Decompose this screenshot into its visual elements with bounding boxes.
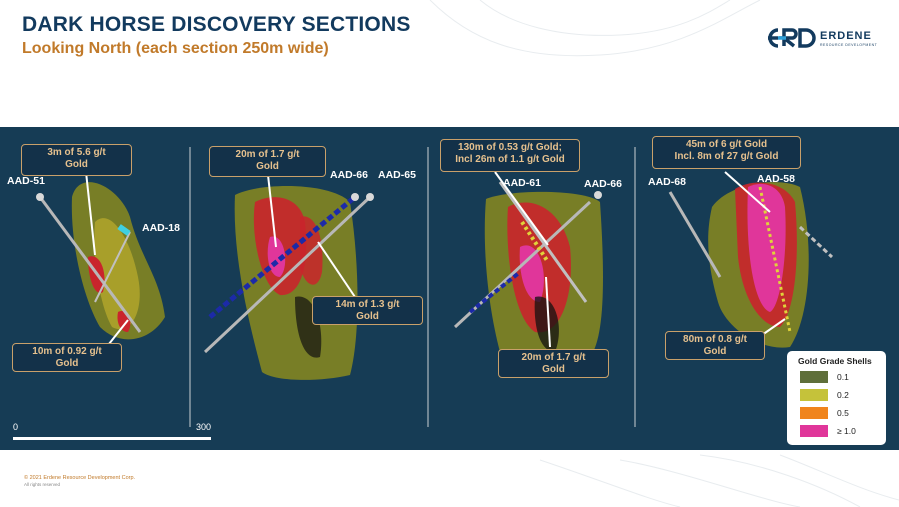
drillhole-label-aad-18: AAD-18 <box>142 222 180 234</box>
page-title: DARK HORSE DISCOVERY SECTIONS <box>22 13 411 36</box>
callout-line: 3m of 5.6 g/t <box>47 147 106 158</box>
callout-line: 80m of 0.8 g/t <box>683 334 747 345</box>
callout-line: Gold <box>55 358 79 369</box>
legend-item: 0.1 <box>800 371 880 384</box>
legend-item: ≥ 1.0 <box>800 425 880 438</box>
callout-line: 10m of 0.92 g/t <box>32 346 102 357</box>
drillhole-label-aad-65: AAD-65 <box>378 169 416 181</box>
legend-label: 0.5 <box>837 408 849 418</box>
drillhole-label-aad-68: AAD-68 <box>648 176 686 188</box>
drillhole-label-aad-66: AAD-66 <box>584 178 622 190</box>
callout-section-2-top: 20m of 1.7 g/t Gold <box>209 146 326 177</box>
drillhole-label-aad-58: AAD-58 <box>757 173 795 185</box>
logo-wordmark: ERDENE <box>820 30 872 42</box>
legend-swatch <box>800 425 828 437</box>
legend-swatch <box>800 407 828 419</box>
section-1-shells <box>36 171 165 350</box>
legend-item: 0.2 <box>800 389 880 402</box>
logo-tagline: RESOURCE DEVELOPMENT <box>820 43 878 47</box>
page-subtitle: Looking North (each section 250m wide) <box>22 40 329 57</box>
callout-line: 45m of 6 g/t Gold <box>685 139 768 150</box>
callout-section-4-top: 45m of 6 g/t Gold Incl. 8m of 27 g/t Gol… <box>652 136 801 169</box>
scale-start-label: 0 <box>13 422 19 432</box>
drillhole-label-aad-51: AAD-51 <box>7 175 45 187</box>
legend-label: ≥ 1.0 <box>837 426 856 436</box>
callout-section-4-bottom: 80m of 0.8 g/t Gold <box>665 331 765 360</box>
callout-line: 20m of 1.7 g/t <box>521 352 586 363</box>
callout-line: 20m of 1.7 g/t <box>235 149 300 160</box>
section-4-shells <box>668 171 834 348</box>
callout-section-1-top: 3m of 5.6 g/t Gold <box>21 144 132 176</box>
drillhole-label-aad-66: AAD-66 <box>330 169 368 181</box>
callout-line: 14m of 1.3 g/t <box>335 299 400 310</box>
sections-panel: AAD-51 AAD-18 3m of 5.6 g/t Gold 10m of … <box>0 127 899 450</box>
callout-line: Gold <box>356 311 379 322</box>
geology-scene <box>36 147 834 427</box>
rights-text: All rights reserved <box>24 482 61 487</box>
scale-end-label: 300 <box>196 422 212 432</box>
copyright-text: © 2021 Erdene Resource Development Corp. <box>24 475 136 481</box>
callout-line: Gold <box>256 161 279 172</box>
scale-bar <box>13 437 211 440</box>
legend-swatch <box>800 389 828 401</box>
legend-item: 0.5 <box>800 407 880 420</box>
callout-section-2-bottom: 14m of 1.3 g/t Gold <box>312 296 423 325</box>
legend-title: Gold Grade Shells <box>798 356 872 366</box>
erdene-logo-icon <box>768 28 816 48</box>
callout-section-1-bottom: 10m of 0.92 g/t Gold <box>12 343 122 372</box>
callout-section-3-bottom: 20m of 1.7 g/t Gold <box>498 349 609 378</box>
grade-shell-legend: Gold Grade Shells 0.1 0.2 0.5 ≥ 1.0 <box>787 351 886 445</box>
legend-swatch <box>800 371 828 383</box>
drillhole-label-aad-61: AAD-61 <box>503 177 541 189</box>
section-2-shells <box>203 174 374 380</box>
callout-line: Gold <box>542 364 565 375</box>
callout-line: 130m of 0.53 g/t Gold; <box>458 142 562 153</box>
legend-label: 0.1 <box>837 372 849 382</box>
callout-line: Gold <box>65 159 88 170</box>
section-3-shells <box>453 171 603 362</box>
callout-section-3-top: 130m of 0.53 g/t Gold; Incl 26m of 1.1 g… <box>440 139 580 172</box>
callout-line: Incl. 8m of 27 g/t Gold <box>674 151 779 162</box>
callout-line: Gold <box>703 346 727 357</box>
callout-line: Incl 26m of 1.1 g/t Gold <box>455 154 565 165</box>
legend-label: 0.2 <box>837 390 849 400</box>
